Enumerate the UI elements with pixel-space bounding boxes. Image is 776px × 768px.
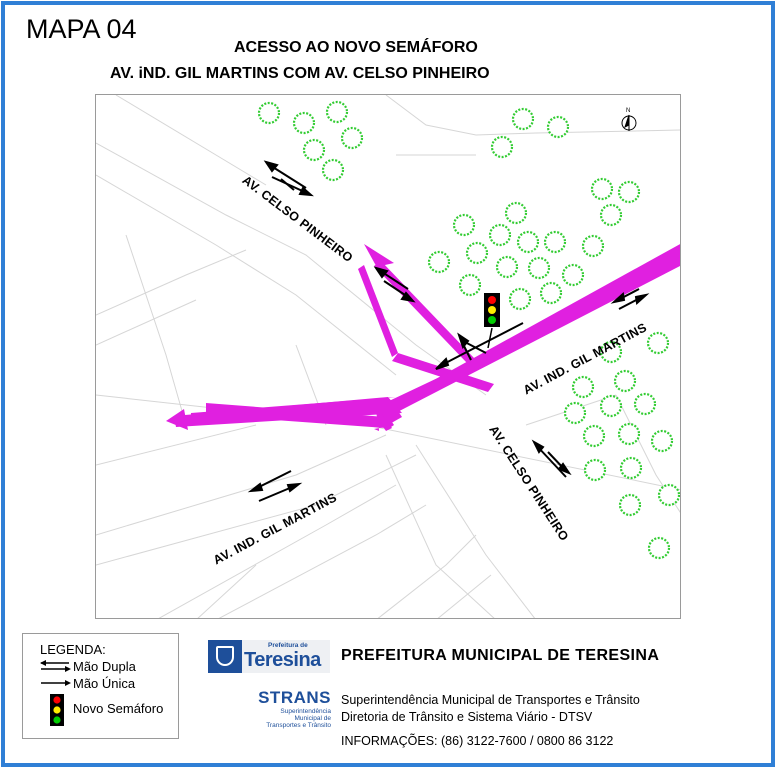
info-line-contact: INFORMAÇÕES: (86) 3122-7600 / 0800 86 31… [341, 734, 614, 748]
logo-city-text: Teresina [244, 649, 321, 671]
one-way-legend-icon [41, 680, 71, 686]
access-route-arms [166, 244, 482, 430]
legend-title: LEGENDA: [40, 642, 106, 657]
strans-sub-1: Superintendência [280, 708, 331, 715]
traffic-light-icon [484, 293, 500, 349]
strans-logo: STRANS Superintendência Municipal de Tra… [243, 688, 331, 729]
north-symbol [621, 114, 637, 131]
intersection-map: N [95, 94, 681, 619]
north-label: N [626, 108, 630, 114]
info-line-diretoria: Diretoria de Trânsito e Sistema Viário -… [341, 710, 593, 724]
two-way-arrows [247, 160, 572, 502]
city-emblem-icon [208, 640, 242, 673]
organization-name: PREFEITURA MUNICIPAL DE TERESINA [341, 647, 660, 664]
strans-word: STRANS [258, 688, 331, 707]
strans-sub-2: Municipal de [294, 715, 332, 722]
road-outlines [96, 95, 680, 618]
page-title: ACESSO AO NOVO SEMÁFORO [234, 39, 478, 56]
teresina-logo: Prefeitura de Teresina [208, 640, 330, 673]
map-canvas: N [96, 95, 680, 618]
legend-new-light-label: Novo Semáforo [73, 701, 164, 716]
info-line-superintendencia: Superintendência Municipal de Transporte… [341, 693, 640, 707]
strans-sub-3: Transportes e Trânsito [266, 722, 331, 729]
legend-box: LEGENDA: Mão Dupla Mão Única Novo Semáfo… [22, 633, 179, 739]
map-number-label: MAPA 04 [26, 14, 137, 44]
two-way-legend-icon [40, 660, 71, 672]
legend-one-way-label: Mão Única [73, 676, 136, 691]
traffic-light-legend-icon [50, 694, 64, 726]
one-way-arrows [435, 288, 650, 370]
page-subtitle: AV. iND. GIL MARTINS COM AV. CELSO PINHE… [110, 65, 490, 82]
legend-two-way-label: Mão Dupla [73, 659, 136, 674]
logo-prefeitura-text: Prefeitura de [268, 642, 308, 649]
trees [257, 100, 680, 560]
